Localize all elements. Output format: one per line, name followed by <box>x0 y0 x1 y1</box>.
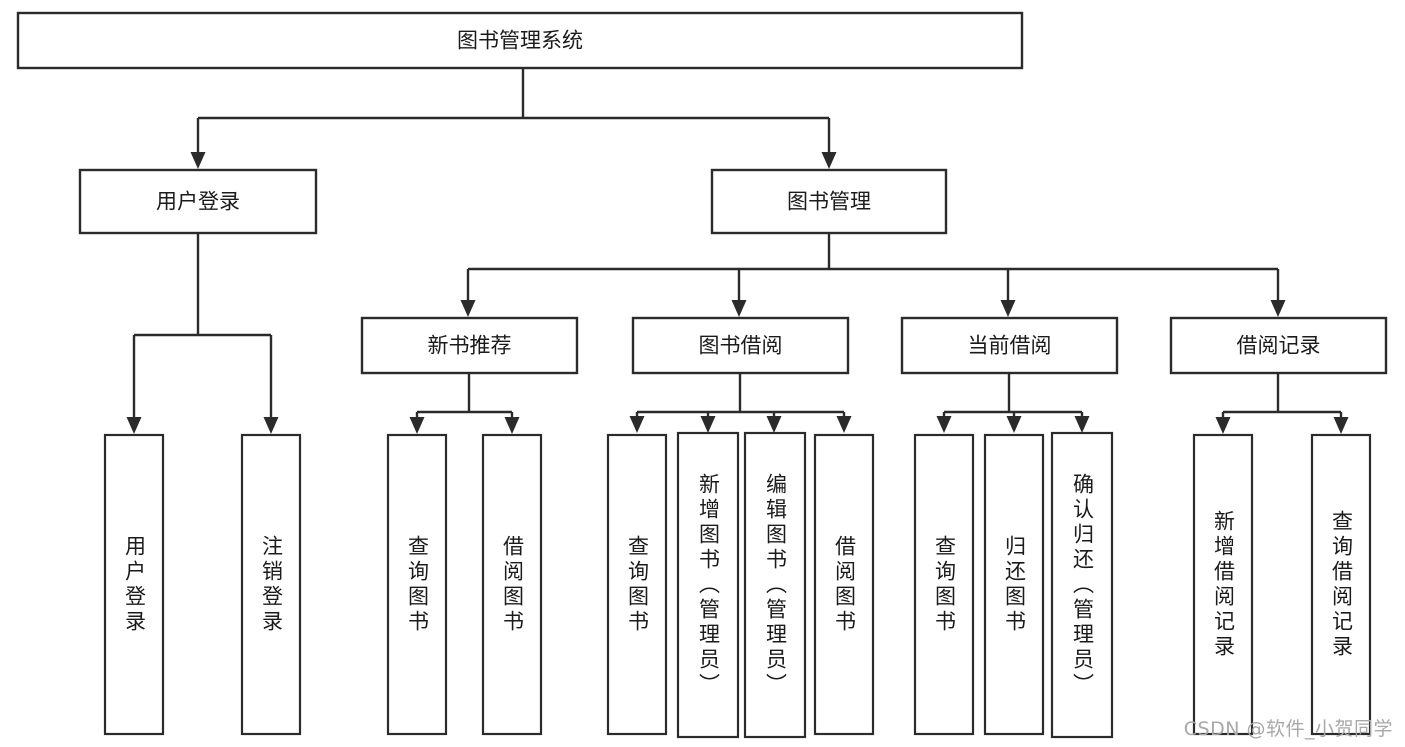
arrow-head-icon <box>1000 300 1016 317</box>
node-box-book-borrowing[interactable] <box>631 316 850 375</box>
connector-userlogin-to-leaves <box>132 233 273 420</box>
arrow-head-icon <box>504 417 520 434</box>
node-box-user-login-leaf[interactable] <box>103 433 165 736</box>
connector-borrowing-to-leaves <box>635 373 846 419</box>
node-box-user-logout-leaf[interactable] <box>240 433 302 736</box>
arrow-head-icon <box>1074 416 1090 433</box>
arrow-head-icon <box>1333 417 1349 434</box>
node-box-return-book[interactable] <box>983 433 1045 736</box>
node-box-query-book-3[interactable] <box>913 433 975 736</box>
node-box-confirm-return-admin[interactable] <box>1050 431 1114 739</box>
arrow-head-icon <box>700 416 716 433</box>
node-box-current-borrowing[interactable] <box>900 316 1119 375</box>
connector-records-to-leaves <box>1221 373 1343 420</box>
node-label-book-borrowing: 图书借阅 <box>699 334 783 358</box>
node-box-layer <box>16 11 1388 739</box>
connector-current-to-leaves <box>942 373 1084 419</box>
node-box-query-book-2[interactable] <box>606 433 668 736</box>
arrow-head-icon <box>263 417 279 434</box>
csdn-watermark: CSDN @软件_小贺同学 <box>1183 718 1393 740</box>
arrow-head-icon <box>936 416 952 433</box>
node-box-borrow-book-1[interactable] <box>481 433 543 736</box>
arrow-head-icon <box>629 416 645 433</box>
node-box-add-book-admin[interactable] <box>676 431 740 739</box>
node-label-current-borrowing: 当前借阅 <box>968 334 1052 358</box>
node-box-new-book-recommend[interactable] <box>360 316 579 375</box>
node-label-book-management: 图书管理 <box>787 190 871 214</box>
node-box-borrow-records[interactable] <box>1169 316 1388 375</box>
arrow-head-icon <box>1006 416 1022 433</box>
node-label-user-login: 用户登录 <box>156 190 240 214</box>
arrow-head-icon <box>731 300 747 317</box>
node-box-book-management[interactable] <box>710 168 948 235</box>
arrow-head-icon <box>1215 417 1231 434</box>
arrow-head-icon <box>126 417 142 434</box>
connector-newbook-to-leaves <box>415 373 514 420</box>
arrow-head-icon <box>460 300 476 317</box>
arrow-head-icon <box>1270 300 1286 317</box>
arrow-head-icon <box>836 416 852 433</box>
arrow-head-icon <box>190 152 206 169</box>
node-box-query-book-1[interactable] <box>386 433 448 736</box>
node-box-user-login[interactable] <box>78 168 318 235</box>
node-box-query-borrow-record[interactable] <box>1310 433 1372 736</box>
connector-layer <box>126 68 1349 434</box>
node-label-root: 图书管理系统 <box>457 29 583 53</box>
arrow-head-icon <box>409 417 425 434</box>
node-label-borrow-records: 借阅记录 <box>1237 334 1321 358</box>
connector-bookmgmt-to-level2 <box>466 233 1280 303</box>
node-label-new-book-recommend: 新书推荐 <box>428 334 512 358</box>
connector-root-to-level1 <box>196 68 831 155</box>
arrow-head-icon <box>821 152 837 169</box>
arrow-head-icon <box>766 416 782 433</box>
node-box-add-borrow-record[interactable] <box>1192 433 1254 736</box>
node-box-edit-book-admin[interactable] <box>743 431 807 739</box>
node-box-borrow-book-2[interactable] <box>813 433 875 736</box>
node-box-root[interactable] <box>16 11 1024 70</box>
